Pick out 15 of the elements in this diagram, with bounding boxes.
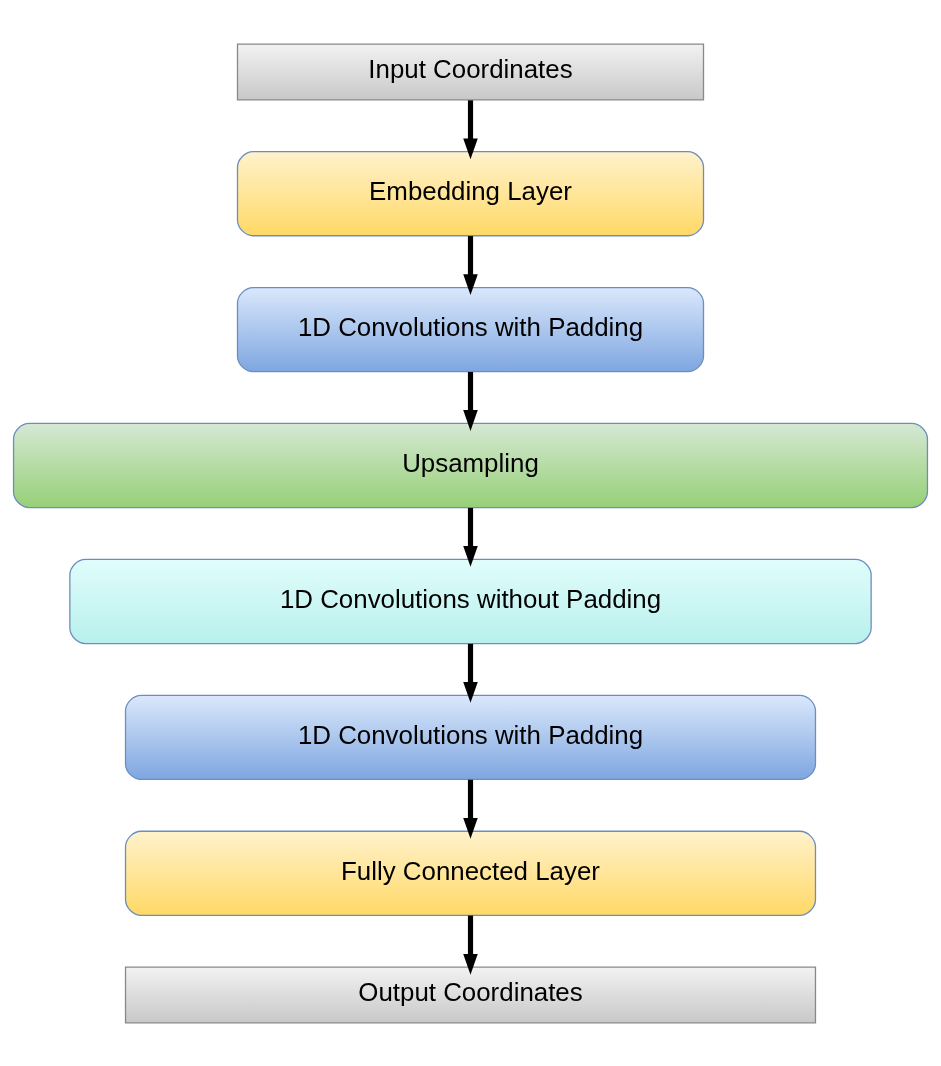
- arrow: [463, 643, 478, 703]
- node-box: 1D Convolutions with Padding: [124, 694, 817, 780]
- node-box: 1D Convolutions with Padding: [236, 286, 705, 372]
- node-box: Output Coordinates: [124, 966, 817, 1023]
- node-box: Embedding Layer: [236, 150, 705, 236]
- arrow: [463, 507, 478, 567]
- node-box: Upsampling: [12, 422, 929, 508]
- arrow: [463, 99, 478, 159]
- node-box: 1D Convolutions without Padding: [69, 558, 872, 644]
- node-box: Input Coordinates: [236, 43, 705, 100]
- arrow: [463, 915, 478, 975]
- node-box: Fully Connected Layer: [124, 830, 817, 916]
- arrow: [463, 371, 478, 431]
- arrow: [463, 235, 478, 295]
- arrow: [463, 779, 478, 839]
